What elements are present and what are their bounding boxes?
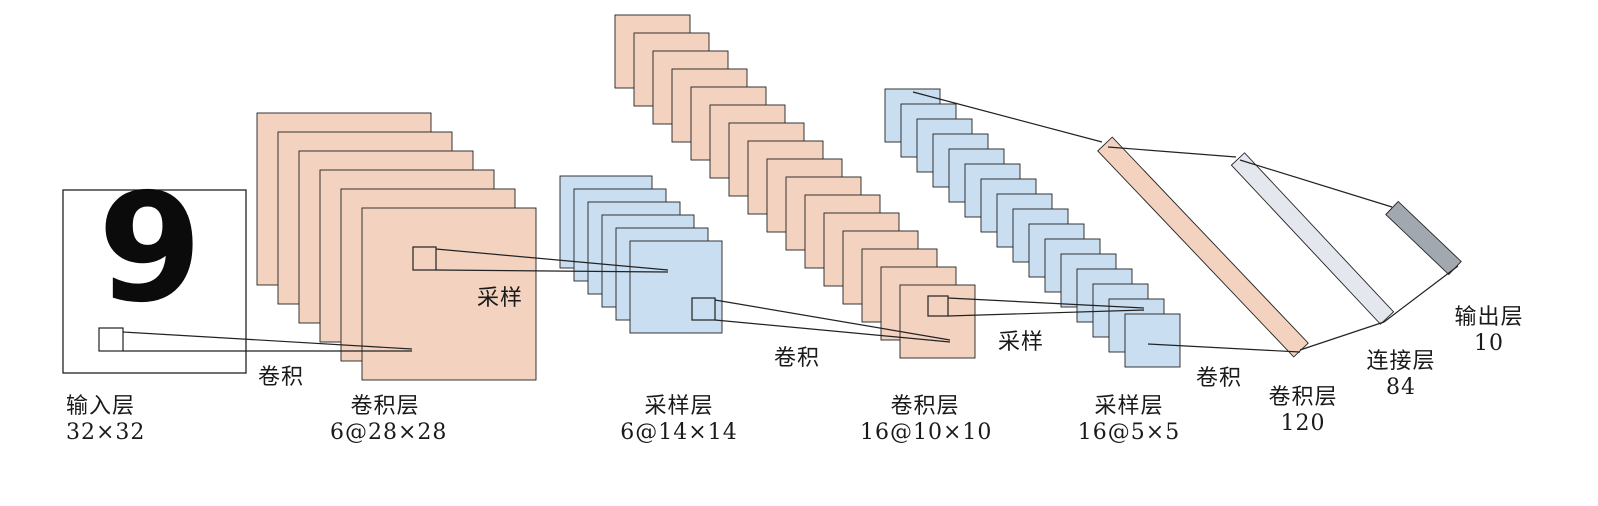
s2-feature-maps (559, 175, 723, 334)
connector-line (122, 331, 413, 350)
layer-caption-c3: 卷积层 16@10×10 (860, 394, 993, 446)
connector-line (1383, 265, 1459, 323)
op-label-conv3: 卷积 (1196, 366, 1243, 391)
c3-feature-maps (614, 14, 976, 359)
c3-feature-maps-map (899, 284, 976, 359)
layer-shape: 32×32 (66, 420, 146, 445)
layer-shape: 16@5×5 (1077, 420, 1181, 445)
connector-line (947, 297, 1145, 309)
layer-name: 连接层 (1366, 349, 1436, 374)
op-label-pool1: 采样 (477, 286, 524, 311)
connector-line (714, 299, 951, 341)
layer-name: 卷积层 (350, 394, 420, 419)
s2-feature-maps-map (629, 240, 723, 334)
layer-shape: 10 (1474, 331, 1504, 356)
connector-line (1299, 321, 1385, 351)
dense-layer-bars (1097, 136, 1462, 358)
input-digit: 9 (98, 162, 202, 336)
layer-caption-input: 输入层 32×32 (66, 394, 145, 446)
op-label-conv1: 卷积 (258, 365, 305, 390)
s4-feature-maps (884, 88, 1181, 368)
layer-caption-f6: 连接层 84 (1356, 349, 1446, 401)
connection-lines (98, 91, 1459, 353)
connector-line (912, 91, 1103, 143)
c1-feature-maps (256, 112, 537, 381)
op-label-conv2: 卷积 (774, 346, 821, 371)
layer-shape: 120 (1280, 411, 1326, 436)
c1-receptive-field (412, 246, 437, 271)
connector-line (1107, 146, 1237, 158)
input-receptive-field (98, 327, 124, 352)
connector-line (1147, 343, 1301, 353)
layer-shape: 16@10×10 (860, 420, 993, 445)
connector-line (947, 309, 1145, 317)
layer-caption-c5: 卷积层 120 (1258, 385, 1348, 437)
layer-shape: 6@14×14 (620, 420, 738, 445)
layer-name: 采样层 (1094, 394, 1164, 419)
layer-caption-s2: 采样层 6@14×14 (614, 394, 744, 446)
input-image: 9 (62, 162, 247, 374)
layer-caption-output: 输出层 10 (1444, 305, 1534, 357)
s4-feature-maps-map (1124, 313, 1181, 368)
layer-name: 卷积层 (1268, 385, 1338, 410)
c3-receptive-field (927, 295, 949, 317)
layer-shape: 6@28×28 (330, 420, 448, 445)
connector-line (435, 269, 669, 273)
layer-caption-s4: 采样层 16@5×5 (1074, 394, 1184, 446)
connector-line (1239, 159, 1393, 208)
layer-name: 输入层 (66, 394, 136, 419)
op-label-pool2: 采样 (998, 330, 1045, 355)
output-bar (1385, 200, 1462, 276)
connector-line (714, 319, 951, 343)
layer-shape: 84 (1386, 375, 1416, 400)
connector-line (435, 248, 669, 271)
layer-name: 卷积层 (890, 394, 960, 419)
s2-receptive-field (691, 297, 716, 321)
f6-bar (1230, 152, 1395, 325)
layer-caption-c1: 卷积层 6@28×28 (330, 394, 448, 446)
layer-name: 采样层 (644, 394, 714, 419)
c5-bar (1097, 136, 1309, 358)
feature-map-stacks (256, 14, 1181, 381)
layer-name: 输出层 (1454, 305, 1524, 330)
